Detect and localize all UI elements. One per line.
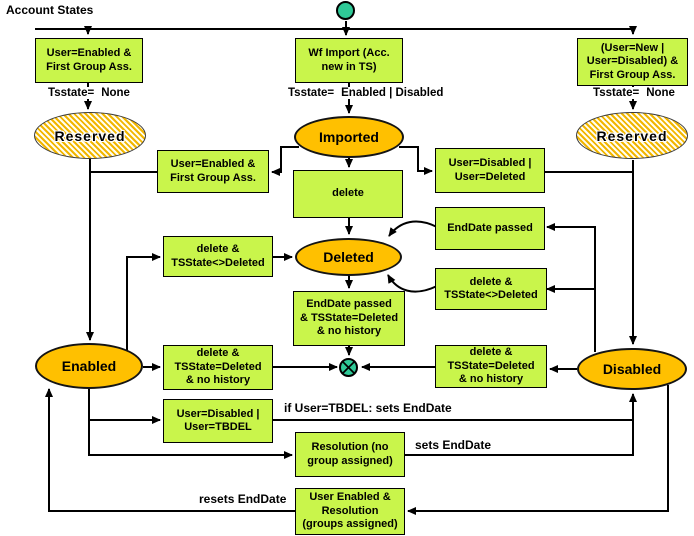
initial-state-node [336,1,355,20]
condition-enddate-tsstate-deleted-no-history: EndDate passed & TSState=Deleted & no hi… [293,291,405,346]
edge-enabled-to-delete-ne-left [126,253,161,351]
state-deleted: Deleted [295,238,402,276]
edge-resolution-to-disabled [405,421,634,456]
page-title: Account States [6,3,94,17]
state-enabled: Enabled [35,343,143,389]
condition-enddate-passed: EndDate passed [435,207,545,250]
final-x-icon [342,361,355,374]
condition-user-enabled-resolution: User Enabled & Resolution (groups assign… [295,488,405,535]
condition-user-new-or-disabled: (User=New | User=Disabled) & First Group… [577,38,688,86]
condition-delete-tsstate-deleted-no-history-left: delete & TSState=Deleted & no history [163,345,273,390]
condition-resolution-no-group: Resolution (no group assigned) [295,432,405,477]
condition-user-enabled-first-group-mid: User=Enabled & First Group Ass. [157,150,269,193]
condition-user-disabled-or-deleted: User=Disabled | User=Deleted [435,148,545,193]
label-if-user-tbdel-sets-enddate: if User=TBDEL: sets EndDate [283,401,453,415]
label-part: None [645,87,676,99]
label-part: Enabled | Disabled [340,87,445,99]
final-state-node [339,358,358,377]
edge-delete-ne-right-to-deleted [387,274,438,293]
condition-user-disabled-or-tbdel: User=Disabled | User=TBDEL [163,399,273,443]
edge-enddate-passed-to-deleted [388,220,438,237]
state-disabled: Disabled [577,348,687,390]
state-reserved-right: Reserved [576,112,688,159]
edge-disabled-to-enddate-passed [546,223,596,352]
condition-delete-tsstate-not-deleted-right: delete & TSState<>Deleted [435,268,547,310]
condition-delete-tsstate-deleted-no-history-right: delete & TSState=Deleted & no history [435,345,547,388]
edge-imported-to-enabled-cond [271,146,299,176]
edge-disabled-to-user-enabled-res [407,385,669,515]
label-tsstate-none-right: Tsstate= None [575,87,693,99]
label-part: Tsstate= [592,87,641,99]
edge-tbdel-to-disabled [273,393,637,421]
label-part: None [100,87,131,99]
state-reserved-left: Reserved [34,112,146,159]
edge-user-enabled-res-to-enabled [45,388,295,512]
label-sets-enddate: sets EndDate [414,438,493,452]
condition-delete-tsstate-not-deleted-left: delete & TSState<>Deleted [163,236,273,277]
label-resets-enddate: resets EndDate [198,492,288,506]
label-part: Tsstate= [47,87,96,99]
condition-user-enabled-first-group-top: User=Enabled & First Group Ass. [35,38,143,83]
condition-delete: delete [293,170,403,218]
label-tsstate-enabled-disabled: Tsstate= Enabled | Disabled [287,87,445,99]
label-part: Tsstate= [287,87,336,99]
edge-enabled-to-resolution [88,389,293,459]
state-imported: Imported [294,116,404,158]
condition-wf-import: Wf Import (Acc. new in TS) [295,38,403,83]
label-tsstate-none-left: Tsstate= None [30,87,148,99]
edge-imported-to-disabled-cond [399,146,433,175]
